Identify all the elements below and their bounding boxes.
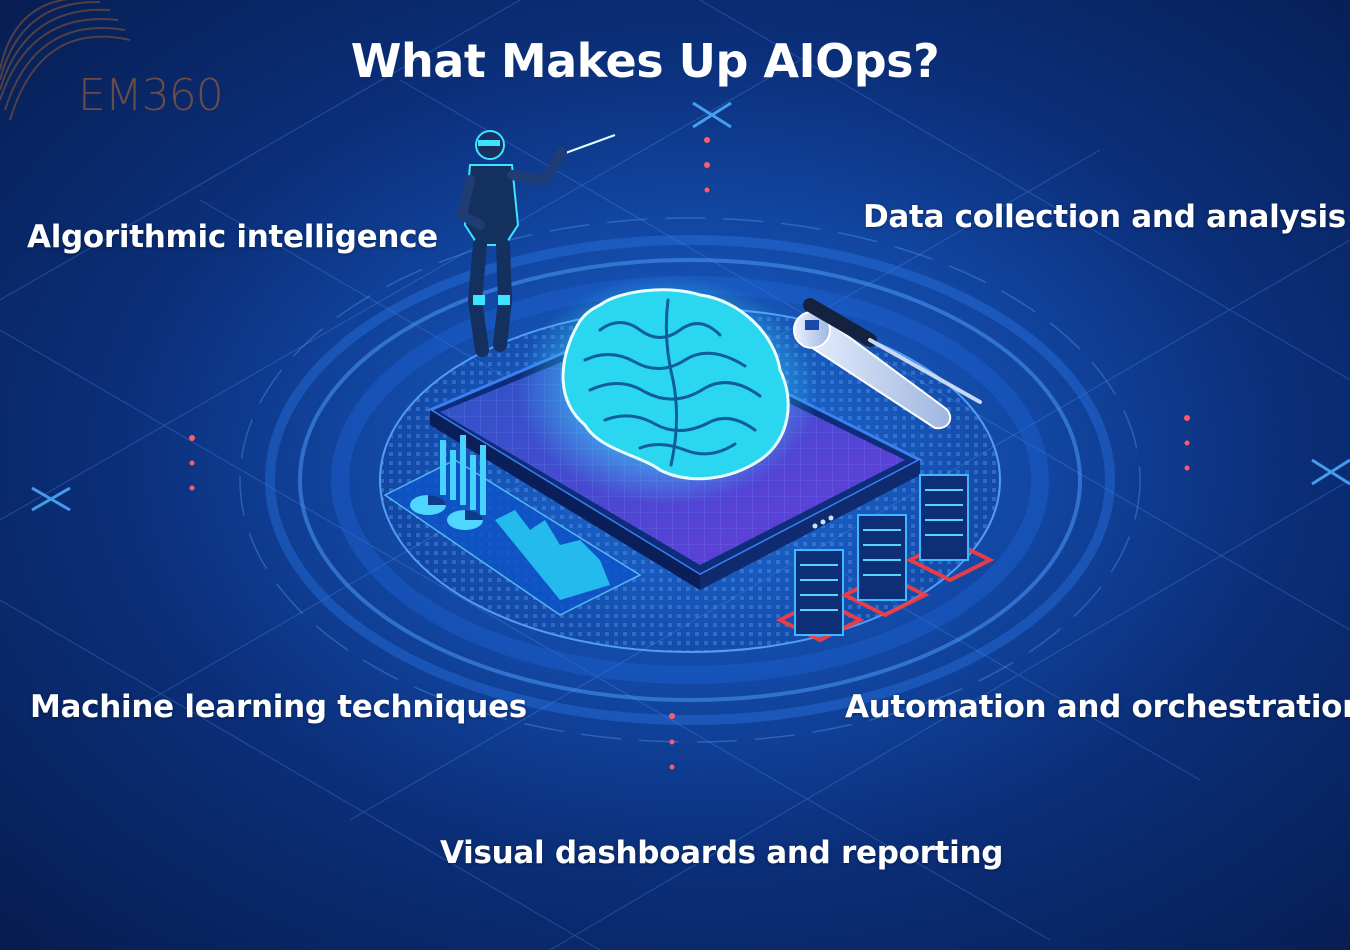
label-automation: Automation and orchestration <box>845 689 1350 725</box>
brain-icon <box>518 275 818 505</box>
label-visual-dashboards: Visual dashboards and reporting <box>440 835 1004 871</box>
sparkle-dots <box>189 137 1190 770</box>
label-machine-learning: Machine learning techniques <box>30 689 527 725</box>
label-algorithmic-intelligence: Algorithmic intelligence <box>27 219 438 255</box>
em360-logo: EM360 <box>0 0 240 130</box>
robot-figure <box>456 130 616 357</box>
pie-chart-icon <box>410 495 483 530</box>
logo-text: EM360 <box>78 70 224 121</box>
wrench-icon <box>793 310 952 430</box>
cross-marks <box>31 101 1350 512</box>
bar-chart-icon <box>383 435 642 616</box>
screwdriver-icon <box>803 298 982 404</box>
label-data-collection: Data collection and analysis <box>863 199 1346 235</box>
server-rack-icon <box>775 474 995 643</box>
page-title: What Makes Up AIOps? <box>350 34 940 88</box>
logo-fan-mark <box>0 0 131 121</box>
